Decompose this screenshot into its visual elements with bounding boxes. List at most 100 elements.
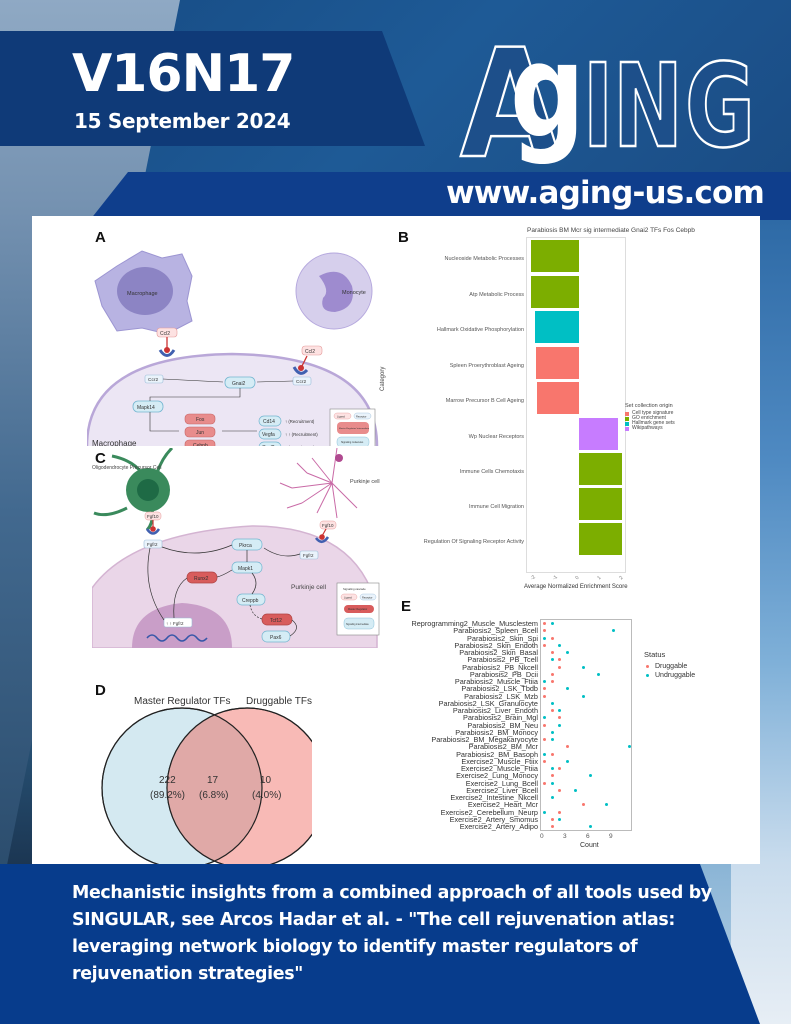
svg-text:Vegfa: Vegfa [262,432,275,438]
set-b-title: Druggable TFs [246,696,312,707]
svg-text:Signaling cascade: Signaling cascade [343,587,366,591]
undruggable-point [543,636,546,640]
only-b-count: 10 [260,775,272,786]
x-tick: 9 [609,833,613,840]
logo-letter-a: A [460,24,560,164]
category-label: Parabiosis2_BM_Mcr [468,742,538,752]
panel-e-label: E [401,598,412,615]
receptor-fgfr2-right [299,550,319,560]
svg-text:Receptor: Receptor [362,596,373,600]
druggable-point [543,738,546,741]
bar [579,418,618,450]
nucleus-target [163,617,193,628]
undruggable-point [550,730,554,734]
druggable-point [543,781,546,785]
x-tick: 3 [563,833,567,840]
svg-text:Fos: Fos [196,417,205,423]
druggable-point [543,759,546,763]
target-genes: Cd14 ↑ (Recruitment) Vegfa ↑ ↑ (Recruitm… [258,415,318,446]
set-a-title: Master Regulator TFs [134,696,231,707]
druggable-point [558,810,562,814]
svg-text:Cd14: Cd14 [263,419,275,425]
x-tick: 0 [540,833,544,840]
panel-d-label: D [95,682,106,699]
svg-text:Ligand: Ligand [344,596,352,600]
druggable-point [543,643,546,647]
category-label: Parabiosis2_PB_Tcell [467,655,538,665]
undruggable-point [566,651,570,654]
purkinje-host-label: Purkinje cell [291,584,327,591]
bar [535,311,579,343]
bar [531,276,579,308]
monocyte-cell: Monocyte [295,252,373,330]
node-creppb [236,593,266,606]
category-label: Exercise2_Cerebellum_Neurp [440,807,538,817]
undruggable-point [573,788,577,792]
druggable-point [550,680,554,683]
node-runx2 [186,571,218,584]
category-label: Parabiosis2_BM_Megakaryocyte [431,735,538,744]
svg-text:Cxcl2: Cxcl2 [262,445,275,446]
category-label: Exercise2_Muscle_Ftiix [461,756,538,766]
footer-band [0,864,760,1024]
undruggable-point [589,825,593,828]
category-label: Hallmark Oxidative Phosphorylation [436,327,524,333]
both-count: 17 [207,775,219,786]
svg-text:Fgfr2: Fgfr2 [147,542,158,547]
category-label: Parabiosis2_BM_Basoph [456,749,538,759]
chart-b-xlabel: Average Normalized Enrichment Score [524,584,628,590]
chart-b-legend: Set collection origin Cell type signatur… [625,403,675,431]
chart-e-plot-area [540,619,632,831]
category-label: Parabiosis2_Liver_Endoth [452,706,538,715]
chart-e-legend: Status Druggable Undruggable [644,650,696,679]
druggable-point [550,672,554,676]
panel-c-diagram: Oligodendrocyte Precursor Cell Purkinje … [92,448,380,648]
druggable-point [543,629,546,633]
undruggable-point [589,774,593,778]
chart-b-xticks: -2 -1 0 1 2 [529,574,625,582]
bar [537,382,579,414]
journal-url[interactable]: www.aging-us.com [445,175,765,211]
svg-text:↑ ↑ (Recruitment): ↑ ↑ (Recruitment) [285,432,318,437]
svg-text:↑ (Recruitment): ↑ (Recruitment) [285,419,315,424]
category-label: Reprogramming2_Muscle_Musclestem [411,619,538,628]
druggable-point [558,788,562,792]
undruggable-point [558,723,562,727]
chart-b-title: Parabiosis BM Mcr sig intermediate Gnai2… [527,227,695,234]
only-a-count: 222 [159,775,176,786]
undruggable-point [558,643,562,647]
svg-text:Ccr2: Ccr2 [296,379,306,385]
svg-text:Creppb: Creppb [242,598,259,604]
druggable-point [558,767,562,770]
svg-text:Ccl2: Ccl2 [160,331,170,337]
category-label: Nucleoside Metabolic Processes [444,256,524,262]
svg-text:Runx2: Runx2 [194,576,209,582]
host-cell-label: Macrophage [92,439,137,446]
druggable-point [550,651,554,654]
undruggable-point [581,665,585,669]
undruggable-point [596,672,600,676]
category-label: Spleen Proerythroblast Ageing [449,363,524,369]
svg-text:Jun: Jun [196,430,204,436]
aging-journal-logo: A g I N G [459,24,757,164]
receptor-fgfr2-left [143,539,163,549]
svg-text:↑ ↑ Fgfr2: ↑ ↑ Fgfr2 [166,621,184,626]
svg-text:Ccr2: Ccr2 [148,377,158,383]
category-label: Immune Cell Migration [468,504,524,510]
panel-b-label: B [398,229,409,246]
both-pct: (6.8%) [199,790,228,801]
category-label: Parabiosis2_Spleen_Bcell [453,626,538,636]
category-label: Parabiosis2_LSK_Tbdb [461,684,538,694]
svg-text:Ccl2: Ccl2 [305,349,315,355]
panel-a-label: A [95,229,106,246]
category-label: Parabiosis2_PB_Nkcell [462,662,538,672]
bar [579,488,622,520]
panel-c-label: C [95,450,106,467]
receptor-icon [145,528,161,535]
undruggable-point [627,745,631,749]
chart-e-xlabel: Count [580,842,599,849]
druggable-point [550,752,554,756]
undruggable-point [543,680,546,683]
undruggable-point [558,709,562,712]
panel-a-legend: Ligand Receptor Master Regulator/ interm… [329,408,376,446]
